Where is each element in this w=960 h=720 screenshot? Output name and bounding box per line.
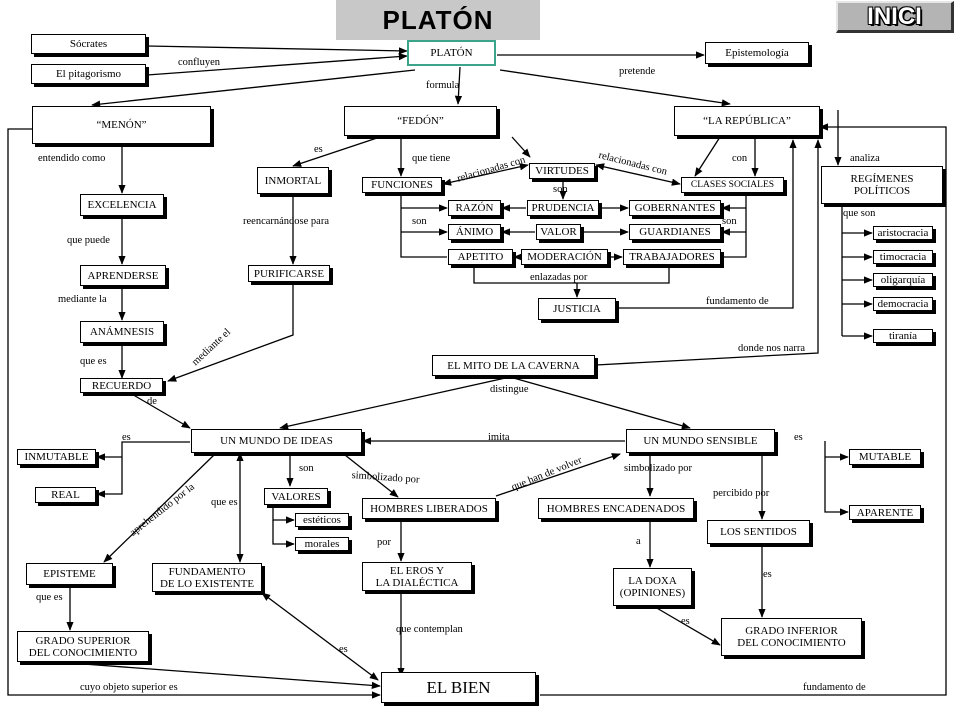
label-de: de — [147, 396, 157, 407]
label-que-tiene: que tiene — [412, 153, 451, 164]
node-guardianes: GUARDIANES — [629, 224, 721, 240]
node-inmortal: INMORTAL — [257, 167, 329, 194]
node-trabajadores: TRABAJADORES — [623, 249, 721, 265]
node-animo: ÁNIMO — [448, 224, 501, 240]
label-donde-nos-narra: donde nos narra — [738, 343, 806, 354]
node-grado-superior: GRADO SUPERIOR DEL CONOCIMIENTO — [17, 631, 149, 662]
inici-button[interactable]: INICI — [836, 1, 954, 33]
node-hombres-liberados: HOMBRES LIBERADOS — [362, 498, 496, 519]
node-fedon: “FEDÓN” — [344, 106, 497, 136]
node-la-doxa: LA DOXA (OPINIONES) — [613, 568, 692, 606]
node-valores: VALORES — [264, 488, 328, 505]
node-fundamento-de-lo-existente: FUNDAMENTO DE LO EXISTENTE — [152, 563, 262, 592]
label-pretende: pretende — [619, 66, 656, 77]
node-platon: PLATÓN — [407, 40, 496, 66]
label-enlazadas-por: enlazadas por — [530, 272, 588, 283]
node-grado-inferior: GRADO INFERIOR DEL CONOCIMIENTO — [721, 618, 862, 656]
label-fundamento-de-justicia: fundamento de — [706, 296, 769, 307]
label-es-fedon: es — [314, 144, 323, 155]
node-inmutable: INMUTABLE — [17, 449, 96, 465]
label-cuyo-objeto-superior-es: cuyo objeto superior es — [80, 682, 178, 693]
node-aparente: APARENTE — [849, 505, 921, 520]
node-justicia: JUSTICIA — [538, 298, 616, 320]
node-timocracia: timocracia — [873, 250, 933, 264]
label-simbolizado-por-2: simbolizado por — [624, 463, 692, 474]
node-el-pitagorismo: El pitagorismo — [31, 64, 146, 84]
node-real: REAL — [35, 487, 96, 503]
label-es-sentidos: es — [763, 569, 772, 580]
node-los-sentidos: LOS SENTIDOS — [707, 520, 810, 544]
node-oligarquia: oligarquía — [873, 273, 933, 287]
node-hombres-encadenados: HOMBRES ENCADENADOS — [538, 498, 694, 519]
node-aprenderse: APRENDERSE — [80, 265, 166, 286]
label-es-right: es — [794, 432, 803, 443]
label-es-doxa: es — [681, 616, 690, 627]
label-que-son: que son — [843, 208, 876, 219]
label-es-fundamento-bien: es — [339, 644, 348, 655]
node-valor: VALOR — [536, 224, 581, 240]
label-que-puede: que puede — [67, 235, 110, 246]
label-son-right: son — [722, 216, 737, 227]
label-son-valores: son — [299, 463, 314, 474]
label-entendido-como: entendido como — [38, 153, 106, 164]
node-recuerdo: RECUERDO — [80, 378, 163, 393]
node-moderacion: MODERACIÓN — [521, 249, 608, 265]
node-gobernantes: GOBERNANTES — [629, 200, 721, 216]
label-formula: formula — [426, 80, 460, 91]
node-el-bien: EL BIEN — [381, 672, 536, 703]
label-son-left: son — [412, 216, 427, 227]
label-que-es-fundamento: que es — [211, 497, 238, 508]
label-confluyen: confluyen — [178, 57, 220, 68]
node-regimenes-politicos: REGÍMENES POLÍTICOS — [821, 166, 943, 204]
node-la-republica: “LA REPÚBLICA” — [674, 106, 820, 136]
node-el-mito-de-la-caverna: EL MITO DE LA CAVERNA — [432, 355, 595, 376]
node-episteme: EPISTEME — [26, 563, 113, 585]
node-un-mundo-de-ideas: UN MUNDO DE IDEAS — [191, 429, 362, 453]
node-funciones: FUNCIONES — [362, 177, 442, 193]
label-fundamento-de-bien: fundamento de — [803, 682, 866, 693]
label-que-es-episteme: que es — [36, 592, 63, 603]
label-es-left: es — [122, 432, 131, 443]
node-virtudes: VIRTUDES — [529, 163, 595, 179]
node-epistemologia: Epistemología — [705, 42, 809, 64]
node-mutable: MUTABLE — [849, 449, 921, 465]
page-title: PLATÓN — [336, 0, 540, 40]
label-reencarnandose-para: reencarnándose para — [243, 216, 329, 227]
label-son-virtudes: son — [553, 184, 568, 195]
node-morales: morales — [295, 537, 349, 551]
node-clases-sociales: CLASES SOCIALES — [681, 177, 784, 193]
node-el-eros-y-la-dialectica: EL EROS Y LA DIALÉCTICA — [362, 562, 472, 591]
node-prudencia: PRUDENCIA — [527, 200, 599, 216]
label-mediante-la: mediante la — [58, 294, 107, 305]
label-percibido-por: percibido por — [713, 488, 770, 499]
node-aristocracia: aristocracia — [873, 226, 933, 240]
label-por: por — [377, 537, 391, 548]
node-esteticos: estéticos — [295, 513, 349, 527]
node-socrates: Sócrates — [31, 34, 146, 54]
label-que-es-anamnesis: que es — [80, 356, 107, 367]
node-apetito: APETITO — [448, 249, 513, 265]
node-tirania: tiranía — [873, 329, 933, 343]
node-anamnesis: ANÁMNESIS — [80, 321, 164, 343]
node-excelencia: EXCELENCIA — [80, 194, 164, 216]
label-con: con — [732, 153, 748, 164]
node-menon: “MENÓN” — [32, 106, 211, 144]
node-purificarse: PURIFICARSE — [248, 265, 330, 282]
label-distingue: distingue — [490, 384, 529, 395]
node-razon: RAZÓN — [448, 200, 501, 216]
node-democracia: democracia — [873, 297, 933, 311]
label-que-contemplan: que contemplan — [396, 624, 463, 635]
label-a: a — [636, 536, 641, 547]
label-analiza: analiza — [850, 153, 880, 164]
label-imita: imita — [488, 432, 510, 443]
node-un-mundo-sensible: UN MUNDO SENSIBLE — [626, 429, 775, 453]
